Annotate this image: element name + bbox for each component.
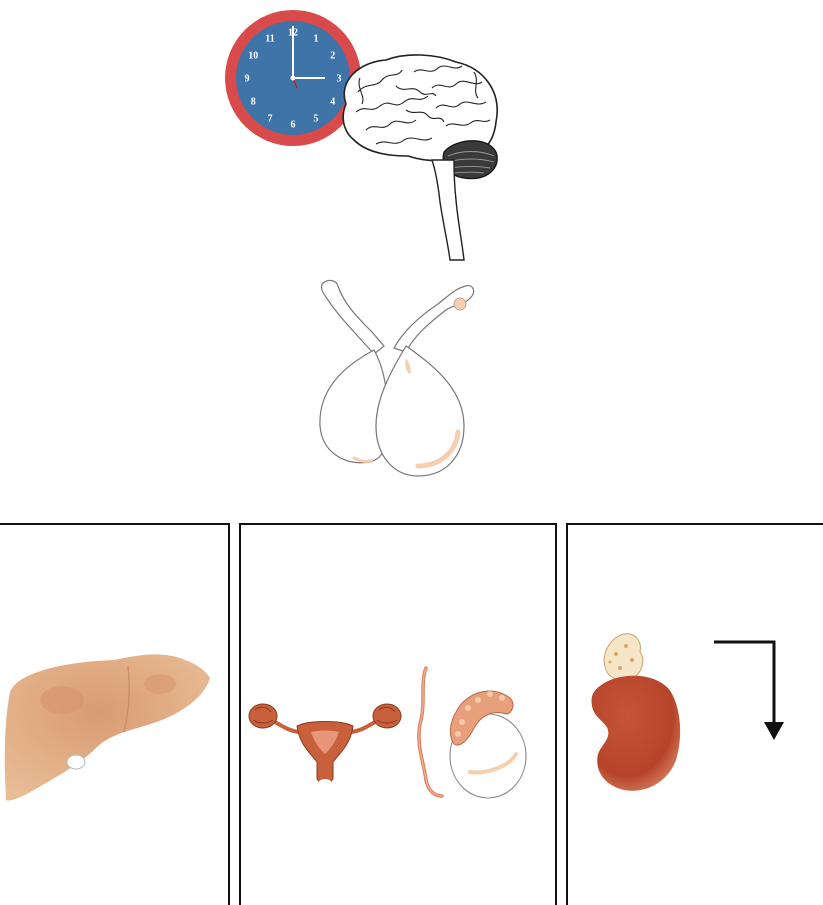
clock-numeral: 6 [291,120,296,131]
clock-numeral: 7 [268,113,273,124]
uterus-ovaries-icon [245,690,405,790]
down-arrow-icon [712,636,792,746]
clock-numeral: 5 [314,113,319,124]
brain-icon [336,52,506,262]
testis-icon [412,664,532,804]
clock-numeral: 11 [265,34,274,45]
clock-numeral: 4 [330,97,335,108]
liver-icon [4,652,220,802]
pituitary-gland-icon [314,276,484,486]
clock-numeral: 8 [251,97,256,108]
clock-numeral: 9 [245,74,250,85]
clock-numeral: 2 [330,51,335,62]
kidney-adrenal-icon [580,630,690,800]
clock-numeral: 10 [248,51,258,62]
clock-numeral: 1 [314,34,319,45]
